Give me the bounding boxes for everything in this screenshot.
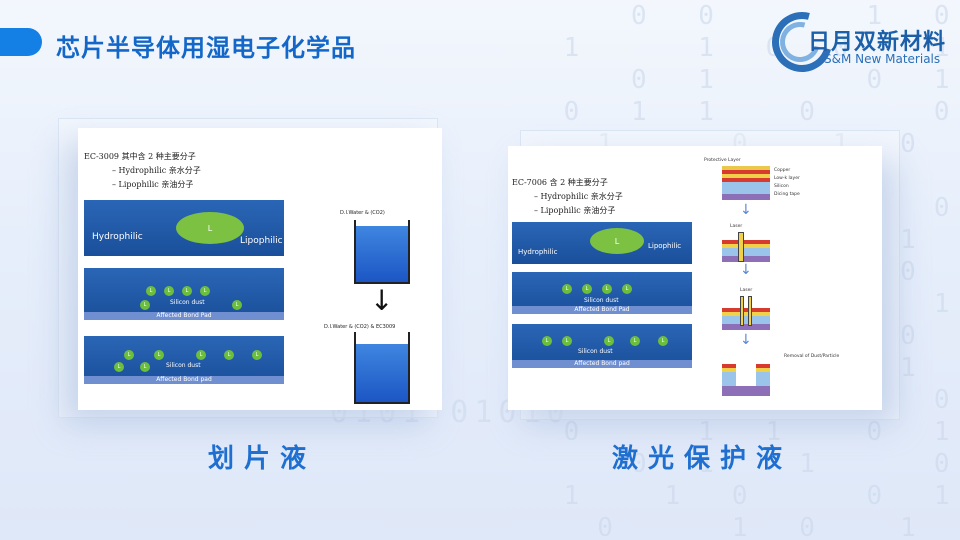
wafer-cleaned — [722, 364, 770, 396]
molecule-dot: L — [196, 350, 206, 360]
molecule-dot: L — [154, 350, 164, 360]
beaker-additive-fill — [356, 344, 408, 402]
layer — [722, 312, 770, 316]
page-title: 芯片半导体用湿电子化学品 — [56, 34, 356, 62]
layer-silicon — [722, 182, 770, 194]
doc-line-lipophilic: – Lipophilic 亲油分子 — [534, 206, 616, 215]
stack-protect-label: Protective Layer — [704, 158, 741, 163]
molecule-dot: L — [252, 350, 262, 360]
slab-silicon-dust-2: L L L L L L L Silicon dust Affected Bond… — [84, 336, 284, 384]
layer-lowk — [722, 174, 770, 178]
title-marker — [0, 28, 42, 56]
slab-silicon-dust-2: L L L L L Silicon dust Affected Bond pad — [512, 324, 692, 368]
process-arrow-icon: ↓ — [740, 332, 752, 348]
molecule-dot: L — [200, 286, 210, 296]
molecule-dot: L — [542, 336, 552, 346]
molecule-dot: L — [622, 284, 632, 294]
caption-dicing-fluid: 划片液 — [208, 444, 317, 474]
slab-label-hydrophilic: Hydrophilic — [518, 248, 558, 256]
slab-silicon-dust: L L L L L L Silicon dust Affected Bond P… — [84, 268, 284, 320]
molecule-dot: L — [562, 336, 572, 346]
bond-pad: Affected Bond Pad — [512, 306, 692, 314]
molecule-dot: L — [604, 336, 614, 346]
stack-lowk-label: Low-k layer — [774, 176, 800, 181]
layer — [722, 308, 770, 312]
molecule-dot: L — [140, 300, 150, 310]
die-right — [756, 364, 770, 386]
logo-name-en: S&M New Materials — [824, 52, 941, 66]
wafer-stack — [722, 166, 770, 200]
doc-line-hydrophilic: – Hydrophilic 亲水分子 — [112, 166, 201, 175]
removal-label: Removal of Dust/Particle — [784, 354, 840, 359]
molecule-dot: L — [164, 286, 174, 296]
layer — [722, 324, 770, 330]
slab-label-lipophilic: Lipophilic — [240, 236, 283, 246]
slab-label-lipophilic: Lipophilic — [648, 242, 682, 250]
bond-pad: Affected Bond Pad — [84, 312, 284, 320]
molecule-dot: L — [658, 336, 668, 346]
molecule-dot: L — [630, 336, 640, 346]
stack-dicing-label: Dicing tape — [774, 192, 800, 197]
silicon-dust-label: Silicon dust — [166, 362, 201, 369]
molecule-dot: L — [124, 350, 134, 360]
process-arrow-icon: ↓ — [740, 262, 752, 278]
laser-protective-fluid-panel: EC-7006 含 2 种主要分子 – Hydrophilic 亲水分子 – L… — [508, 146, 882, 410]
molecule-dot: L — [140, 362, 150, 372]
molecule-dot: L — [232, 300, 242, 310]
logo-name-cn: 日月双新材料 — [808, 30, 947, 55]
caption-laser-protective-fluid: 激光保护液 — [612, 444, 793, 474]
wafer-laser-step-2 — [722, 296, 770, 330]
slab-silicon-dust: L L L L Silicon dust Affected Bond Pad — [512, 272, 692, 314]
lipophilic-ellipse: L — [176, 212, 244, 244]
die-left — [722, 364, 736, 386]
molecule-dot: L — [602, 284, 612, 294]
slab-molecules: L Hydrophilic Lipophilic — [84, 200, 284, 256]
silicon-dust-label: Silicon dust — [584, 297, 619, 304]
silicon-dust-label: Silicon dust — [578, 348, 613, 355]
laser-label-2: Laser — [740, 288, 753, 293]
beaker-water — [354, 220, 410, 284]
slab-molecules: L Hydrophilic Lipophilic — [512, 222, 692, 264]
beaker-caption-2: D.I.Water & (CO2) & EC3009 — [324, 324, 396, 330]
molecule-dot: L — [562, 284, 572, 294]
layer-copper — [722, 170, 770, 174]
arrow-down-icon: ↓ — [370, 284, 394, 317]
slab-label-hydrophilic: Hydrophilic — [92, 232, 143, 242]
doc-title: EC-7006 含 2 种主要分子 — [512, 178, 608, 187]
silicon-dust-label: Silicon dust — [170, 299, 205, 306]
stack-silicon-label: Silicon — [774, 184, 789, 189]
layer-dicing-tape — [722, 194, 770, 200]
layer — [722, 244, 770, 248]
beaker-water-fill — [356, 226, 408, 282]
lipophilic-ellipse: L — [590, 228, 644, 254]
doc-line-hydrophilic: – Hydrophilic 亲水分子 — [534, 192, 623, 201]
molecule-dot: L — [224, 350, 234, 360]
molecule-dot: L — [182, 286, 192, 296]
doc-line-lipophilic: – Lipophilic 亲油分子 — [112, 180, 194, 189]
beaker-with-additive — [354, 332, 410, 404]
laser-beam — [740, 296, 744, 326]
layer-copper-2 — [722, 178, 770, 182]
bond-pad: Affected Bond pad — [512, 360, 692, 368]
dicing-fluid-panel: EC-3009 其中含 2 种主要分子 – Hydrophilic 亲水分子 –… — [78, 128, 442, 410]
layer — [722, 240, 770, 244]
process-arrow-icon: ↓ — [740, 202, 752, 218]
layer — [722, 256, 770, 262]
bond-pad: Affected Bond pad — [84, 376, 284, 384]
company-logo: 日月双新材料 S&M New Materials — [761, 1, 952, 83]
molecule-dot: L — [582, 284, 592, 294]
wafer-laser-step — [722, 232, 770, 262]
laser-label-1: Laser — [730, 224, 743, 229]
beaker-caption-1: D.I.Water & (CO2) — [340, 210, 385, 216]
layer — [722, 248, 770, 256]
layer — [722, 316, 770, 324]
doc-title: EC-3009 其中含 2 种主要分子 — [84, 152, 196, 161]
stack-copper-label: Copper — [774, 168, 791, 173]
laser-beam — [748, 296, 752, 326]
layer-dicing-tape — [722, 386, 770, 396]
laser-beam — [738, 232, 744, 262]
layer-protect — [722, 166, 770, 170]
molecule-dot: L — [146, 286, 156, 296]
molecule-dot: L — [114, 362, 124, 372]
